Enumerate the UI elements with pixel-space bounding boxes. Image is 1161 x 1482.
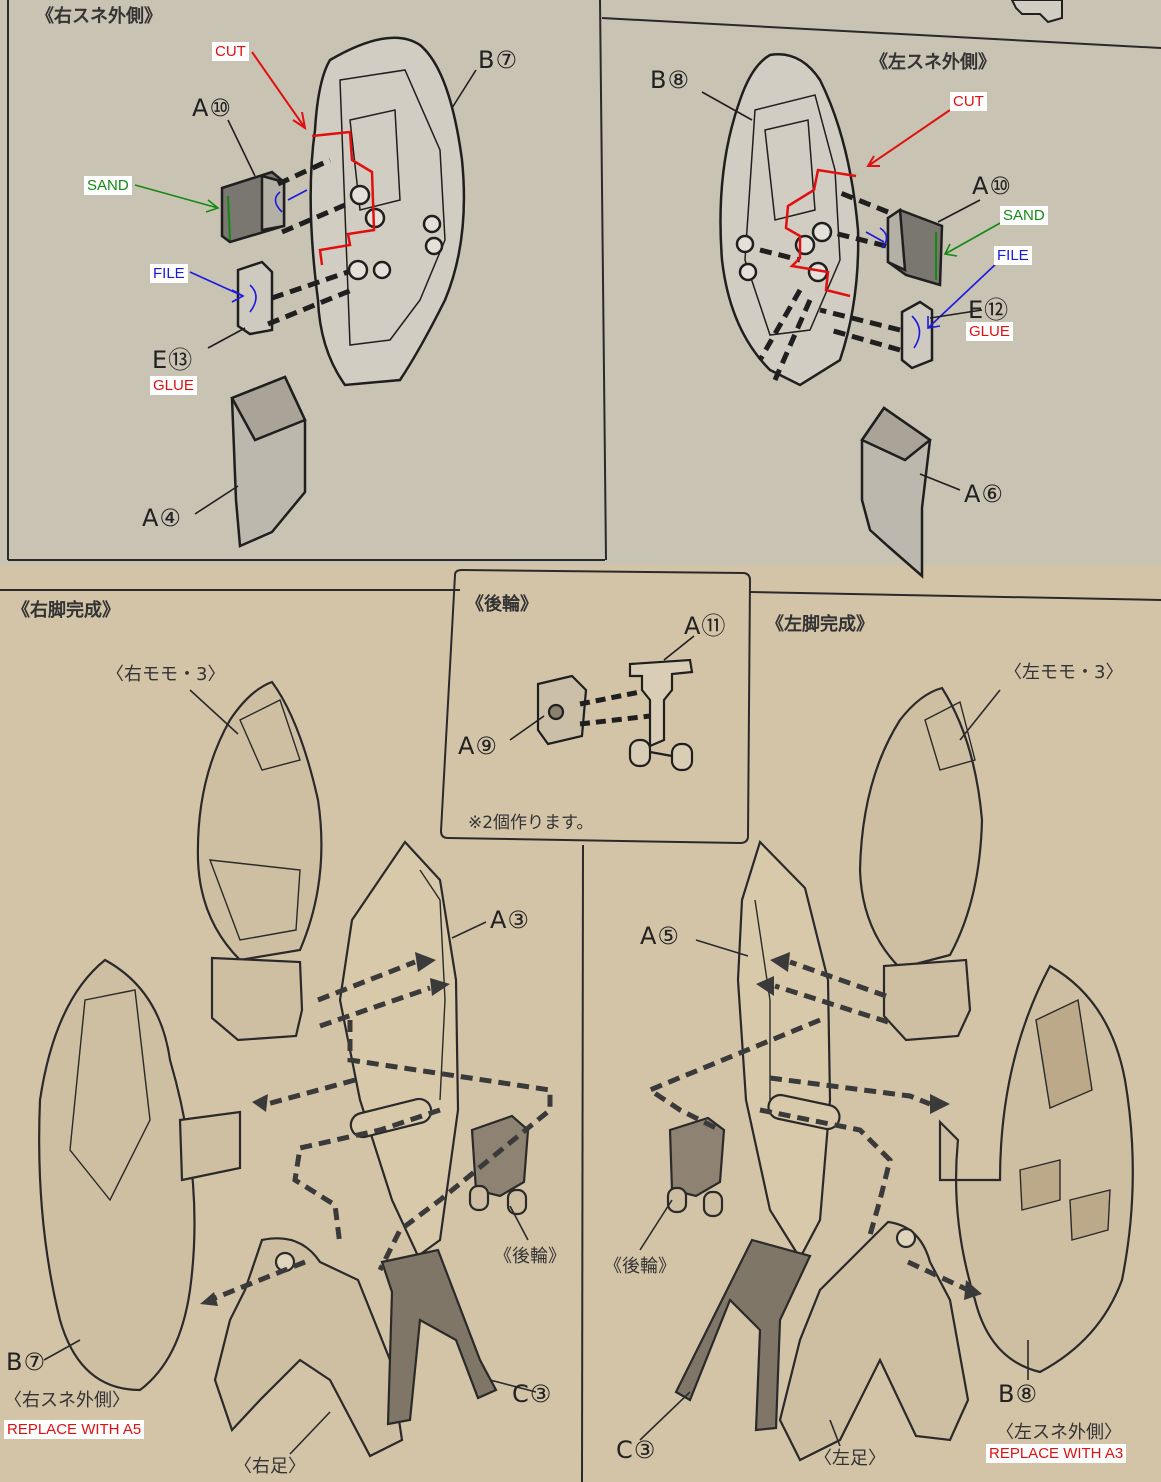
bottom-left-leaders xyxy=(43,689,537,1455)
left-thigh-hinge xyxy=(882,958,972,1042)
rear-wheel-left xyxy=(470,1114,530,1198)
left-thigh-part xyxy=(858,686,984,970)
bottom-left-dash-arrows xyxy=(209,959,553,1303)
part-label-b7-bottom: B⑦ xyxy=(6,1348,46,1376)
annotation-glue-right: GLUE xyxy=(966,322,1013,341)
annotation-glue-left: GLUE xyxy=(150,376,197,395)
bottom-right-assembly xyxy=(666,686,1134,1462)
bottom-right-arrowheads xyxy=(756,952,982,1300)
section-title-rear-wheel: 《後輪》 xyxy=(466,594,538,615)
left-foot-part xyxy=(778,1220,970,1462)
label-left-shin-outer: 〈左スネ外側〉 xyxy=(996,1422,1122,1443)
a11-part xyxy=(628,658,694,748)
rear-wheel-right xyxy=(668,1116,726,1198)
c3-left-part xyxy=(380,1248,498,1426)
bottom-right-leaders xyxy=(639,689,1029,1447)
annotation-cut-left: CUT xyxy=(212,42,249,61)
label-left-foot: 〈左足〉 xyxy=(814,1448,886,1469)
part-label-a10-right: A⑩ xyxy=(972,172,1012,200)
right-thigh-hinge xyxy=(210,956,304,1042)
b8-shell xyxy=(719,53,860,387)
label-rear-wheel-right: 《後輪》 xyxy=(604,1256,676,1277)
part-label-e13: E⑬ xyxy=(152,346,194,374)
e12-part xyxy=(900,300,934,370)
annotation-file-right: FILE xyxy=(994,246,1032,265)
top-left-dash-arrows xyxy=(267,157,353,327)
part-label-c3-left: C③ xyxy=(512,1380,553,1408)
part-label-b8-bottom: B⑧ xyxy=(998,1380,1038,1408)
bottom-left-assembly xyxy=(38,680,530,1458)
label-right-thigh: 〈右モモ・3〉 xyxy=(106,664,226,685)
top-right-leaders xyxy=(701,91,983,491)
part-label-a3: A③ xyxy=(490,906,530,934)
top-right-assembly xyxy=(719,53,944,579)
rear-wheel-assembly xyxy=(536,658,694,772)
rear-wheel-dash-arrows xyxy=(579,689,651,727)
annotation-sand-right: SAND xyxy=(1000,206,1048,225)
section-title-right-leg-complete: 《右脚完成》 xyxy=(12,600,120,621)
section-title-right-shin-outer: 《右スネ外側》 xyxy=(36,6,162,27)
note-make-two: ※2個作ります。 xyxy=(468,813,594,833)
label-rear-wheel-left: 《後輪》 xyxy=(494,1246,566,1267)
label-right-foot: 〈右足〉 xyxy=(234,1456,306,1477)
top-left-leaders xyxy=(194,69,477,515)
partial-part-top xyxy=(1010,0,1063,24)
annotation-file-left: FILE xyxy=(150,264,188,283)
annotation-replace-right: REPLACE WITH A3 xyxy=(986,1444,1127,1463)
top-left-assembly xyxy=(220,36,466,548)
part-label-c3-right: C③ xyxy=(616,1436,657,1464)
part-label-a4: A④ xyxy=(142,504,182,532)
bottom-left-arrowheads xyxy=(200,952,450,1306)
part-label-a9: A⑨ xyxy=(458,732,498,760)
part-label-b8-top: B⑧ xyxy=(650,66,690,94)
section-title-left-shin-outer: 《左スネ外側》 xyxy=(870,52,996,73)
part-label-b7-top: B⑦ xyxy=(478,46,518,74)
right-foot-part xyxy=(213,1237,404,1458)
top-left-markups xyxy=(134,51,376,313)
c3-right-part xyxy=(674,1238,812,1432)
annotation-sand-left: SAND xyxy=(84,176,132,195)
annotation-replace-left: REPLACE WITH A5 xyxy=(4,1420,145,1439)
part-label-a10-left: A⑩ xyxy=(192,94,232,122)
label-left-thigh: 〈左モモ・3〉 xyxy=(1004,662,1124,683)
part-label-a5: A⑤ xyxy=(640,922,680,950)
part-label-a6: A⑥ xyxy=(964,480,1004,508)
top-right-dash-arrows xyxy=(757,189,901,382)
section-title-left-leg-complete: 《左脚完成》 xyxy=(766,614,874,635)
part-label-a11: A⑪ xyxy=(684,612,727,640)
part-label-e12: E⑫ xyxy=(968,296,1010,324)
annotation-cut-right: CUT xyxy=(950,92,987,111)
e13-part xyxy=(236,260,274,336)
rear-wheel-leaders xyxy=(509,635,695,741)
bottom-right-dash-arrows xyxy=(644,959,970,1293)
label-right-shin-outer: 〈右スネ外側〉 xyxy=(4,1390,130,1411)
right-thigh-part xyxy=(196,680,323,962)
